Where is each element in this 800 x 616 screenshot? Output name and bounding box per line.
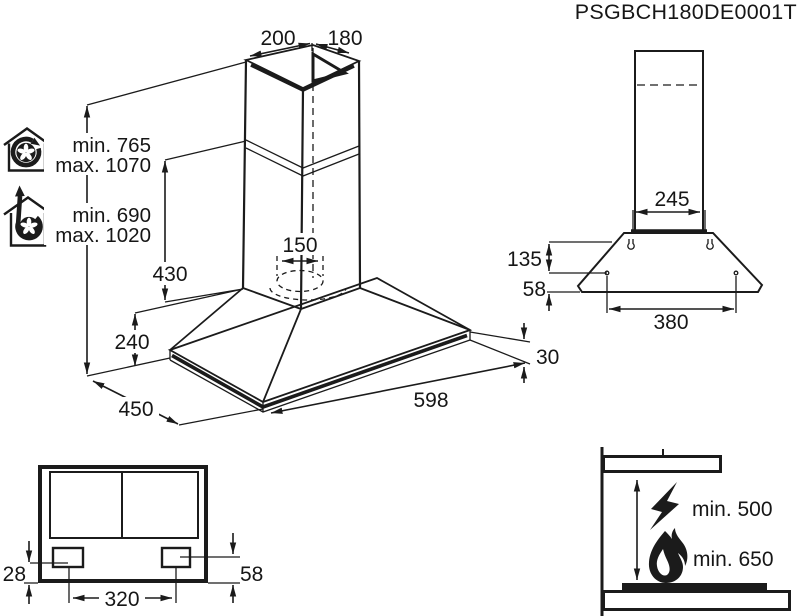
dim-200: 200: [260, 27, 295, 50]
hood-outline-top: [38, 465, 208, 583]
duct-outline-dashed: [269, 256, 347, 301]
flame-inner: [656, 549, 670, 576]
extraction-arrow: [15, 195, 43, 241]
drawing-title: PSGBCH180DE0001T: [575, 0, 797, 24]
iso-view: [167, 44, 473, 413]
extraction-max: max. 1020: [55, 224, 151, 247]
label-backgrounds: [44, 133, 455, 609]
recirculation-min: min. 765: [72, 134, 151, 157]
grease-filters: [49, 471, 199, 539]
dim-28: 28: [3, 563, 26, 586]
dim-245: 245: [654, 188, 689, 211]
flame-icon: [648, 528, 688, 583]
mount-hole-right: [733, 270, 739, 276]
iso-extension-lines: [86, 43, 531, 426]
pyramid-ridges: [169, 287, 471, 403]
hob-surface: [622, 583, 767, 590]
dim-58-top-view: 58: [240, 563, 263, 586]
clearance-electric: min. 500: [692, 498, 773, 521]
dim-150: 150: [282, 234, 317, 257]
lightning-icon: [650, 482, 679, 530]
recirculation-max: max. 1070: [55, 154, 151, 177]
mounting-bracket: [632, 210, 706, 230]
dim-430: 430: [152, 263, 187, 286]
dim-58-front: 58: [523, 278, 546, 301]
dim-380: 380: [653, 311, 688, 334]
dim-320: 320: [104, 588, 139, 611]
telescopic-seam: [245, 139, 360, 177]
dim-line-200: [249, 42, 311, 57]
dim-line-598: [270, 362, 526, 414]
labels: PSGBCH180DE0001T 200 180 min. 765 max. 1…: [3, 0, 797, 611]
dim-180: 180: [327, 27, 362, 50]
keyhole-hangers: [627, 239, 714, 250]
front-hood-body: [576, 232, 764, 293]
front-view: [545, 50, 764, 313]
hob-body: [602, 590, 791, 611]
recirculation-arrowhead: [30, 137, 41, 146]
recirculation-house-icon: [3, 127, 51, 172]
dim-450: 450: [118, 398, 153, 421]
extraction-min: min. 690: [72, 204, 151, 227]
dim-598: 598: [413, 389, 448, 412]
base-plate-bottom-edge: [169, 330, 471, 413]
clearance-view: [600, 447, 791, 616]
chimney-flap: [311, 51, 349, 83]
dim-line-180: [315, 43, 350, 54]
extraction-arrowhead: [15, 185, 25, 197]
dim-240: 240: [114, 331, 149, 354]
recirculation-arrow: [10, 136, 42, 168]
hood-underside: [602, 455, 722, 473]
top-view-leaders: [24, 556, 240, 603]
front-extension-lines: [547, 241, 737, 313]
dim-30: 30: [536, 346, 559, 369]
bracket-left: [51, 546, 85, 569]
clearance-gas: min. 650: [693, 548, 774, 571]
chimney-vertical-edges: [241, 59, 362, 310]
dim-135: 135: [507, 248, 542, 271]
top-view: [24, 465, 240, 604]
